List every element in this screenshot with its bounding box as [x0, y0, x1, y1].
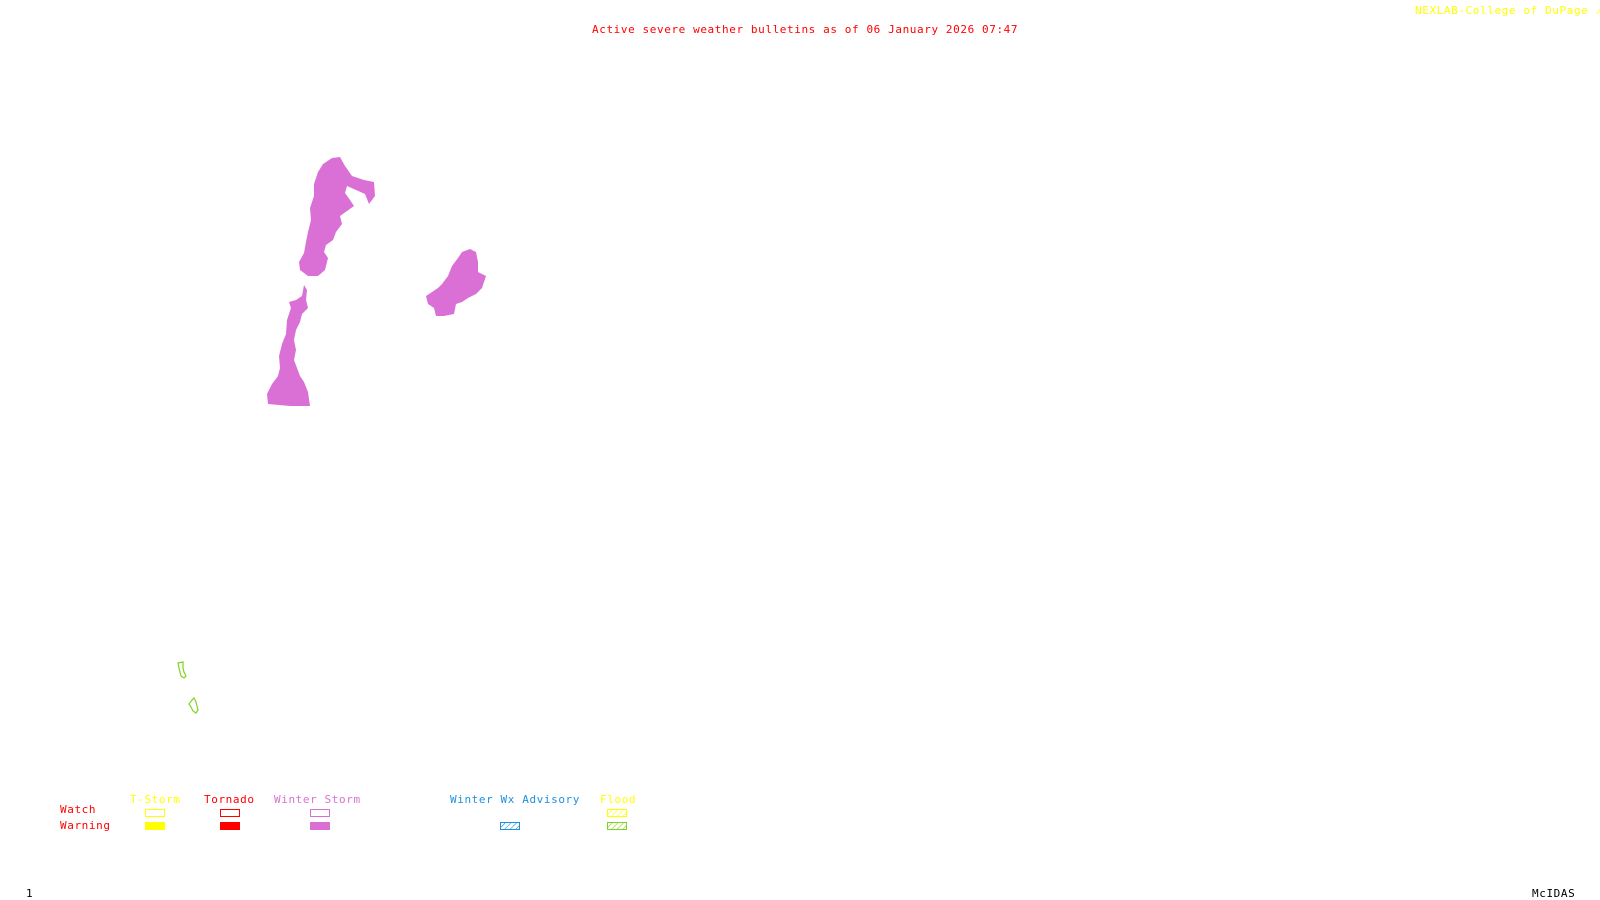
- bulletin-title: Active severe weather bulletins as of 06…: [592, 23, 1019, 36]
- flood-warning-area: [188, 696, 199, 714]
- tornado-watch-swatch: [220, 809, 240, 817]
- credit-label: NEXLAB-College of DuPage ⇗: [1415, 5, 1600, 17]
- legend-row-watch: Watch: [60, 803, 97, 816]
- flood-warning-area: [177, 661, 187, 679]
- legend-col-winter-advisory: Winter Wx Advisory: [450, 793, 581, 806]
- legend-col-tornado: Tornado: [204, 793, 255, 806]
- winter-storm-warning-area: [426, 249, 486, 316]
- flood-watch-swatch: [607, 809, 627, 817]
- software-label: McIDAS: [1532, 887, 1576, 900]
- legend-col-tstorm: T-Storm: [130, 793, 181, 806]
- frame-number: 1: [26, 887, 34, 900]
- legend-col-flood: Flood: [600, 793, 637, 806]
- tstorm-watch-swatch: [145, 809, 165, 817]
- winter-advisory-swatch: [500, 822, 520, 830]
- flood-warning-swatch: [607, 822, 627, 830]
- winter-storm-watch-swatch: [310, 809, 330, 817]
- winter-storm-warning-area: [299, 157, 375, 276]
- credit-text: NEXLAB-College of DuPage: [1415, 4, 1589, 17]
- winter-storm-warning-area: [267, 285, 310, 406]
- legend-col-winter-storm: Winter Storm: [274, 793, 361, 806]
- tornado-warning-swatch: [220, 822, 240, 830]
- winter-storm-warning-swatch: [310, 822, 330, 830]
- arrow-icon: ⇗: [1595, 4, 1600, 17]
- legend-row-warning: Warning: [60, 819, 111, 832]
- tstorm-warning-swatch: [145, 822, 165, 830]
